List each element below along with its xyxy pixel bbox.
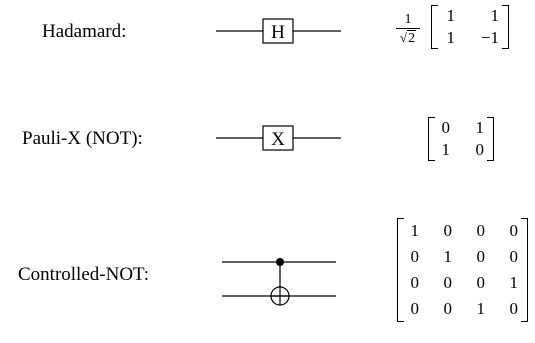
matrix-cell: 1: [476, 299, 486, 318]
matrix-cell: 1: [446, 6, 456, 25]
matrix-cell: 0: [475, 140, 485, 159]
hadamard-matrix: 1 1 1 −1: [431, 5, 509, 49]
matrix-cell: 1: [410, 221, 420, 240]
prefactor-numerator: 1: [396, 13, 420, 29]
matrix-cell: 0: [443, 299, 453, 318]
cnot-gate: [222, 258, 336, 306]
sqrt-radicand: 2: [407, 30, 417, 46]
matrix-cell: 1: [490, 6, 500, 25]
cnot-label: Controlled-NOT:: [18, 264, 149, 285]
matrix-cell: 0: [441, 118, 451, 137]
matrix-grid: 0 1 1 0: [435, 117, 487, 161]
matrix-cell: 1: [475, 118, 485, 137]
hadamard-gate-symbol: H: [271, 22, 285, 43]
matrix-grid: 1 1 1 −1: [438, 5, 502, 49]
matrix-left-bracket: [431, 5, 438, 49]
matrix-cell: 0: [410, 247, 420, 266]
matrix-cell: 0: [476, 273, 486, 292]
hadamard-label: Hadamard:: [42, 21, 127, 42]
matrix-cell: 0: [410, 299, 420, 318]
pauli-x-label: Pauli-X (NOT):: [22, 128, 143, 149]
pauli-x-gate: X: [216, 125, 341, 151]
matrix-cell: 0: [410, 273, 420, 292]
matrix-cell: 0: [443, 273, 453, 292]
matrix-cell: 0: [443, 221, 453, 240]
matrix-cell: 0: [476, 247, 486, 266]
matrix-left-bracket: [397, 218, 404, 322]
sqrt-expression: √2: [399, 30, 417, 46]
matrix-cell: 0: [476, 221, 486, 240]
matrix-cell: 1: [443, 247, 453, 266]
matrix-cell: −1: [480, 28, 499, 47]
matrix-right-bracket: [502, 5, 509, 49]
matrix-cell: 0: [509, 221, 519, 240]
pauli-x-matrix: 0 1 1 0: [428, 117, 494, 161]
matrix-cell: 0: [509, 247, 519, 266]
cnot-matrix: 1 0 0 0 0 1 0 0 0 0 0 1 0 0 1 0: [397, 218, 528, 322]
matrix-right-bracket: [521, 218, 528, 322]
cnot-control-dot: [276, 258, 284, 266]
pauli-x-gate-symbol: X: [271, 129, 285, 150]
matrix-left-bracket: [428, 117, 435, 161]
matrix-cell: 1: [509, 273, 519, 292]
hadamard-gate: H: [216, 18, 341, 44]
sqrt-sign: √: [399, 30, 408, 45]
matrix-cell: 0: [509, 299, 519, 318]
hadamard-prefactor: 1 √2: [396, 13, 420, 46]
matrix-grid: 1 0 0 0 0 1 0 0 0 0 0 1 0 0 1 0: [404, 218, 521, 322]
hadamard-gate-box: [262, 18, 294, 44]
prefactor-denominator: √2: [396, 29, 420, 46]
matrix-cell: 1: [446, 28, 456, 47]
matrix-cell: 1: [441, 140, 451, 159]
matrix-right-bracket: [487, 117, 494, 161]
